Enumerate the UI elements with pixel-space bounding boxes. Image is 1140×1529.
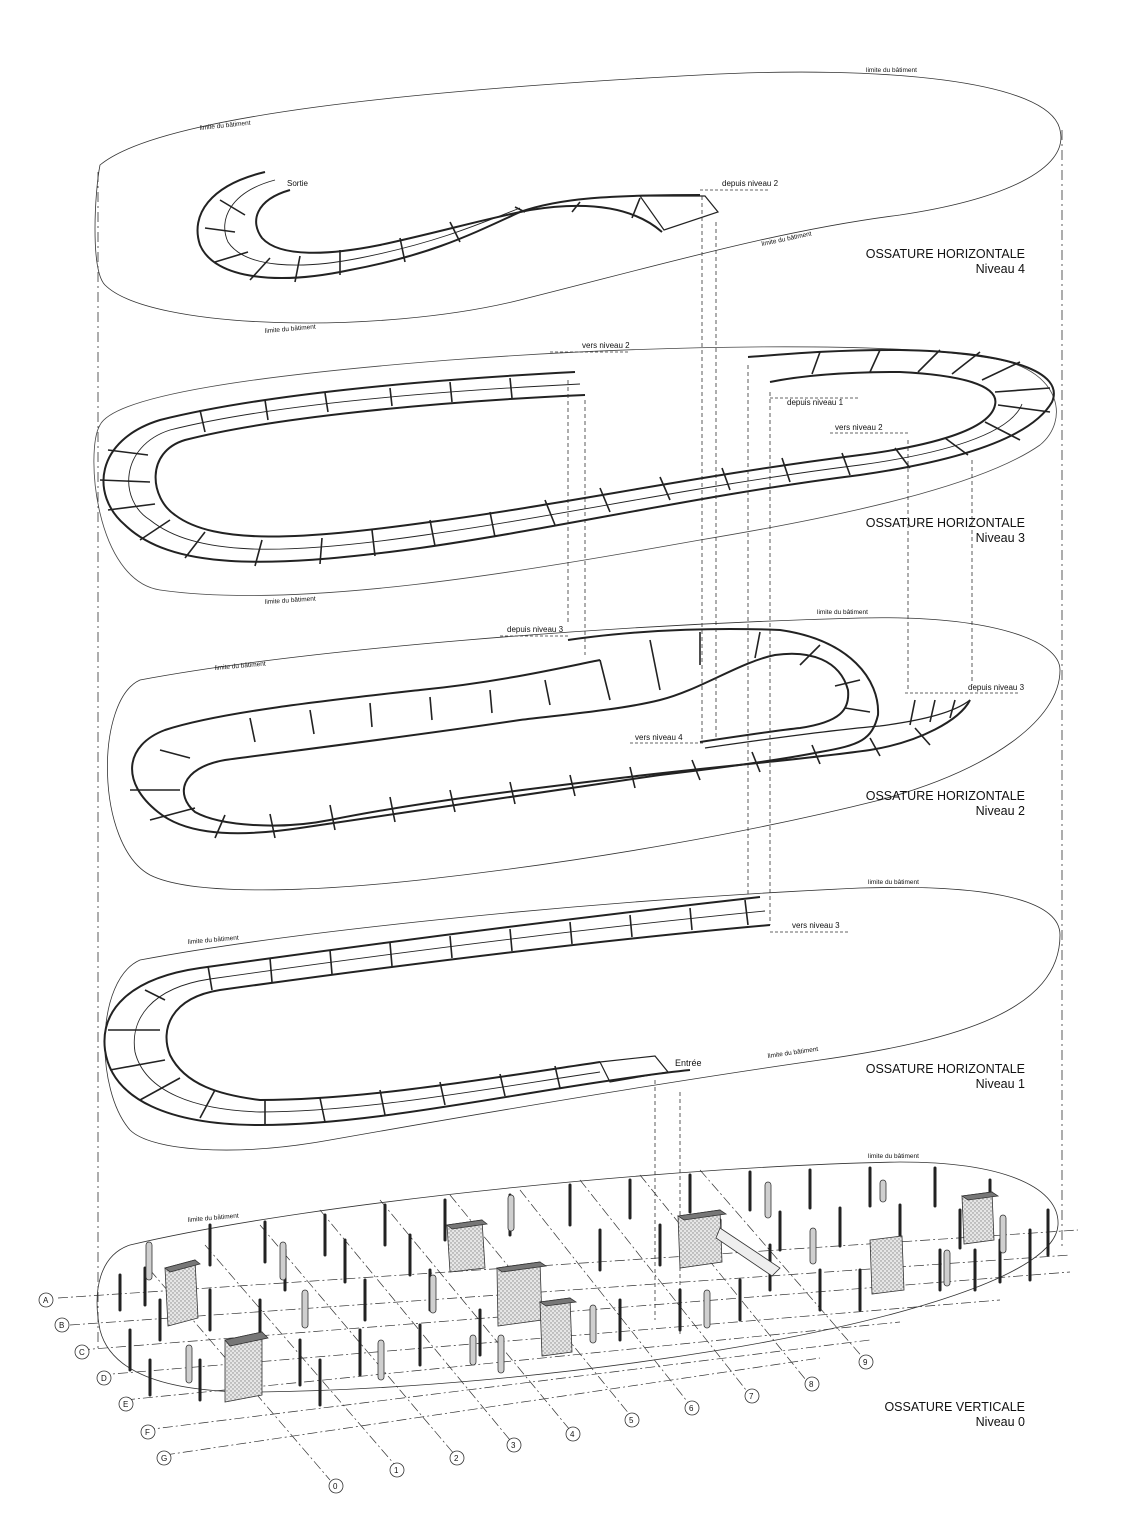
- svg-text:7: 7: [749, 1392, 754, 1401]
- level-3-plan: vers niveau 2 depuis niveau 1 vers nivea…: [93, 341, 1057, 606]
- level-title-2-sub: Niveau 2: [975, 804, 1025, 818]
- svg-text:F: F: [145, 1428, 150, 1437]
- building-outline-level-1: [104, 887, 1061, 1151]
- label-limite-1b: limite du bâtiment: [188, 935, 240, 946]
- svg-text:8: 8: [809, 1380, 814, 1389]
- svg-text:3: 3: [511, 1441, 516, 1450]
- alignment-lines: [97, 130, 1063, 1350]
- level-4-plan: Sortie depuis niveau 2 limite du bâtimen…: [94, 67, 1062, 335]
- svg-text:5: 5: [629, 1416, 634, 1425]
- ramp-level-3: [99, 348, 1055, 567]
- level-title-0: OSSATURE VERTICALE Niveau 0: [884, 1400, 1025, 1430]
- level-title-1-sub: Niveau 1: [975, 1077, 1025, 1091]
- svg-text:E: E: [123, 1400, 128, 1409]
- grid-col-4: 4: [565, 1426, 581, 1442]
- svg-text:9: 9: [863, 1358, 868, 1367]
- level-title-0-sub: Niveau 0: [975, 1415, 1025, 1429]
- label-limite-0b: limite du bâtiment: [188, 1213, 240, 1224]
- ramp-level-4: [196, 171, 720, 283]
- level-0-plan: A B C D E F G 0 1 2 3 4 5 6 7 8 9 limite…: [38, 1153, 1079, 1494]
- building-outline-level-2: [107, 617, 1061, 891]
- grid-row-e: E: [118, 1396, 134, 1412]
- level-title-3: OSSATURE HORIZONTALE Niveau 3: [866, 516, 1025, 546]
- level-2-plan: depuis niveau 3 depuis niveau 3 vers niv…: [107, 609, 1061, 891]
- svg-text:4: 4: [570, 1430, 575, 1439]
- level-title-2: OSSATURE HORIZONTALE Niveau 2: [866, 789, 1025, 819]
- svg-text:2: 2: [454, 1454, 459, 1463]
- grid-row-markers: A B C D E F G: [38, 1292, 172, 1466]
- grid-row-a: A: [38, 1292, 54, 1308]
- inter-level-connectors: [567, 196, 973, 1335]
- grid-col-3: 3: [506, 1437, 522, 1453]
- level-title-4-main: OSSATURE HORIZONTALE: [865, 247, 1025, 261]
- label-sortie: Sortie: [287, 179, 308, 188]
- level-title-3-sub: Niveau 3: [975, 531, 1025, 545]
- round-columns: [145, 1179, 1007, 1384]
- label-limite-2b: limite du bâtiment: [215, 661, 267, 672]
- label-depuis-niveau-3-a: depuis niveau 3: [507, 625, 564, 634]
- svg-text:A: A: [43, 1296, 49, 1305]
- grid-col-1: 1: [389, 1462, 405, 1478]
- label-vers-niveau-2-a: vers niveau 2: [582, 341, 630, 350]
- grid-row-g: G: [156, 1450, 172, 1466]
- grid-row-d: D: [96, 1370, 112, 1386]
- level-title-0-main: OSSATURE VERTICALE: [884, 1400, 1025, 1414]
- svg-text:6: 6: [689, 1404, 694, 1413]
- svg-text:D: D: [101, 1374, 107, 1383]
- grid-col-0: 0: [328, 1478, 344, 1494]
- level-title-4-sub: Niveau 4: [975, 262, 1025, 276]
- grid-col-5: 5: [624, 1412, 640, 1428]
- level-title-4: OSSATURE HORIZONTALE Niveau 4: [866, 247, 1025, 277]
- label-depuis-niveau-2-a: depuis niveau 2: [722, 179, 779, 188]
- label-depuis-niveau-3-b: depuis niveau 3: [968, 683, 1025, 692]
- level-1-plan: Entrée vers niveau 3 limite du bâtiment …: [103, 879, 1061, 1151]
- level-title-1: OSSATURE HORIZONTALE Niveau 1: [866, 1062, 1025, 1092]
- grid-col-8: 8: [804, 1376, 820, 1392]
- ramp-level-2: [130, 628, 971, 839]
- grid-col-7: 7: [744, 1388, 760, 1404]
- building-outline-level-3: [93, 346, 1057, 596]
- label-entree: Entrée: [675, 1058, 702, 1068]
- label-limite-1c: limite du bâtiment: [767, 1046, 819, 1060]
- grid-row-c: C: [74, 1344, 90, 1360]
- ramp-level-1: [103, 896, 771, 1127]
- label-limite-4d: limite du bâtiment: [265, 324, 317, 335]
- concrete-cores: [164, 1191, 1000, 1403]
- label-limite-4c: limite du bâtiment: [761, 230, 812, 247]
- label-limite-3: limite du bâtiment: [265, 595, 316, 606]
- level-title-2-main: OSSATURE HORIZONTALE: [865, 789, 1025, 803]
- label-limite-4a: limite du bâtiment: [866, 67, 917, 74]
- label-limite-0a: limite du bâtiment: [868, 1153, 919, 1160]
- label-vers-niveau-4: vers niveau 4: [635, 733, 683, 742]
- svg-text:B: B: [59, 1321, 64, 1330]
- grid-col-6: 6: [684, 1400, 700, 1416]
- grid-col-9: 9: [858, 1354, 874, 1370]
- label-depuis-niveau-1: depuis niveau 1: [787, 398, 844, 407]
- svg-text:C: C: [79, 1348, 85, 1357]
- svg-text:1: 1: [394, 1466, 399, 1475]
- grid-row-f: F: [140, 1424, 156, 1440]
- grid-row-b: B: [54, 1317, 70, 1333]
- label-limite-4b: limite du bâtiment: [199, 120, 251, 132]
- grid-column-markers: 0 1 2 3 4 5 6 7 8 9: [328, 1354, 874, 1494]
- level-title-3-main: OSSATURE HORIZONTALE: [865, 516, 1025, 530]
- svg-text:0: 0: [333, 1482, 338, 1491]
- svg-text:G: G: [161, 1454, 167, 1463]
- label-vers-niveau-3: vers niveau 3: [792, 921, 840, 930]
- level-title-1-main: OSSATURE HORIZONTALE: [865, 1062, 1025, 1076]
- label-limite-1a: limite du bâtiment: [868, 879, 919, 886]
- label-vers-niveau-2-b: vers niveau 2: [835, 423, 883, 432]
- building-outline-level-4: [94, 71, 1062, 324]
- label-limite-2a: limite du bâtiment: [817, 609, 868, 616]
- grid-col-2: 2: [449, 1450, 465, 1466]
